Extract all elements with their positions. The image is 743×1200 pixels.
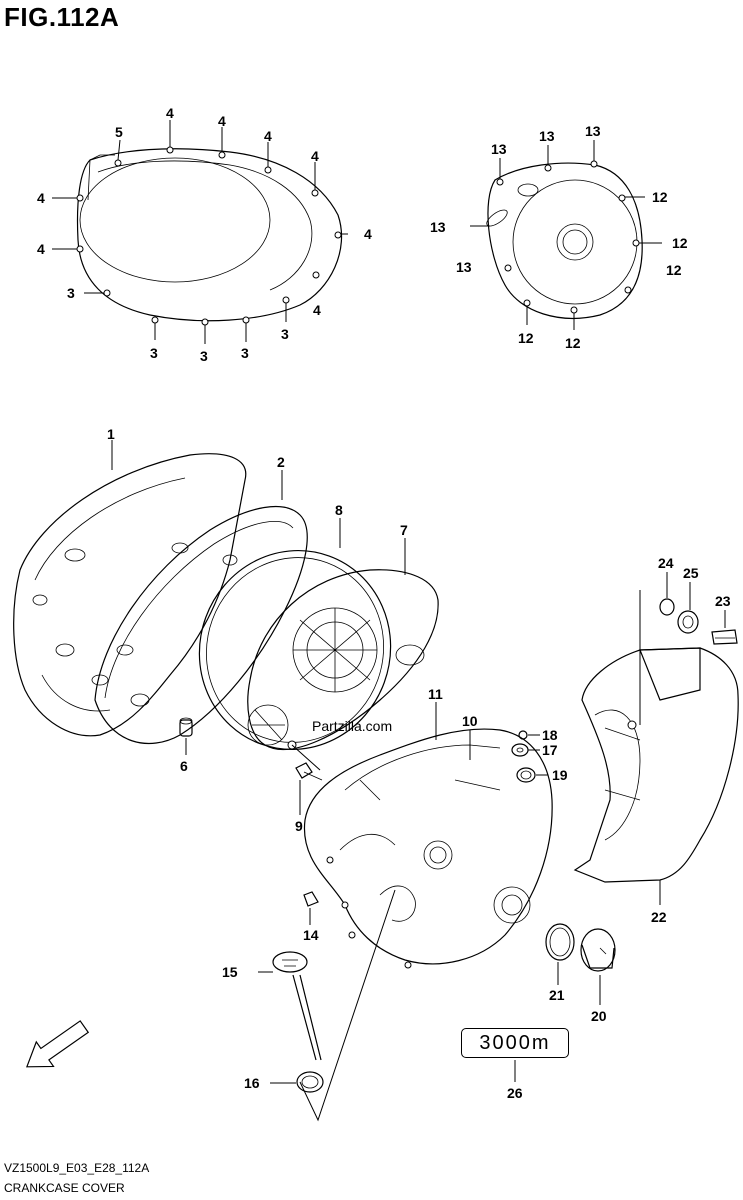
label-23: 23 bbox=[715, 593, 731, 609]
figure-title: FIG.112A bbox=[4, 2, 120, 32]
part-9-bolt bbox=[291, 744, 323, 815]
label-26: 26 bbox=[507, 1085, 523, 1101]
part-1-clutch-cover bbox=[13, 440, 247, 737]
label-13: 13 bbox=[456, 259, 472, 275]
label-19: 19 bbox=[552, 767, 568, 783]
clutch-cover-bolt-view bbox=[52, 120, 348, 344]
part-6-dowel-pin bbox=[179, 717, 193, 755]
part-25-grommet bbox=[677, 582, 699, 634]
forward-direction-arrow: FWD bbox=[25, 1020, 90, 1068]
label-4: 4 bbox=[218, 113, 226, 129]
label-3: 3 bbox=[67, 285, 75, 301]
label-4: 4 bbox=[37, 241, 45, 257]
label-11: 11 bbox=[428, 686, 443, 702]
part-14-plug bbox=[303, 891, 319, 925]
label-22: 22 bbox=[651, 909, 667, 925]
part-16-o-ring bbox=[270, 889, 396, 1122]
part-15-oil-filler-cap bbox=[258, 951, 322, 1061]
label-12: 12 bbox=[565, 335, 581, 351]
part-8-gasket bbox=[198, 518, 392, 751]
part-24-collar bbox=[659, 572, 675, 616]
part-10-crankcase-cover bbox=[303, 702, 553, 969]
label-12: 12 bbox=[672, 235, 688, 251]
watermark: Partzilla.com bbox=[312, 718, 393, 734]
part-20-plug-cap bbox=[580, 928, 616, 1005]
label-18: 18 bbox=[542, 727, 558, 743]
label-13: 13 bbox=[491, 141, 507, 157]
label-24: 24 bbox=[658, 555, 674, 571]
label-17: 17 bbox=[542, 742, 558, 758]
label-6: 6 bbox=[180, 758, 188, 774]
label-4: 4 bbox=[264, 128, 272, 144]
label-8: 8 bbox=[335, 502, 343, 518]
label-12: 12 bbox=[518, 330, 534, 346]
part-22-side-cover bbox=[573, 647, 739, 905]
label-4: 4 bbox=[37, 190, 45, 206]
label-5: 5 bbox=[115, 124, 123, 140]
label-13: 13 bbox=[430, 219, 446, 235]
part-21-o-ring bbox=[545, 923, 575, 985]
label-13: 13 bbox=[539, 128, 555, 144]
label-4: 4 bbox=[313, 302, 321, 318]
label-12: 12 bbox=[652, 189, 668, 205]
label-10: 10 bbox=[462, 713, 478, 729]
fwd-label: FWD bbox=[49, 1032, 76, 1056]
label-3: 3 bbox=[200, 348, 208, 364]
label-3: 3 bbox=[150, 345, 158, 361]
label-21: 21 bbox=[549, 987, 565, 1003]
part-17-washer bbox=[511, 743, 540, 757]
label-9: 9 bbox=[295, 818, 303, 834]
diagram-name: CRANKCASE COVER bbox=[4, 1181, 125, 1195]
label-14: 14 bbox=[303, 927, 319, 943]
label-4: 4 bbox=[364, 226, 372, 242]
label-25: 25 bbox=[683, 565, 699, 581]
label-2: 2 bbox=[277, 454, 285, 470]
part-7-inner-cover bbox=[247, 538, 439, 750]
odometer-label-decal: 3000m bbox=[461, 1028, 569, 1058]
part-19-o-ring bbox=[516, 767, 548, 783]
label-7: 7 bbox=[400, 522, 408, 538]
label-1: 1 bbox=[107, 426, 115, 442]
label-4: 4 bbox=[166, 105, 174, 121]
label-3: 3 bbox=[241, 345, 249, 361]
part-23-bolt bbox=[711, 610, 738, 645]
label-15: 15 bbox=[222, 964, 238, 980]
generator-cover-bolt-view bbox=[470, 140, 662, 330]
label-12: 12 bbox=[666, 262, 682, 278]
label-16: 16 bbox=[244, 1075, 260, 1091]
label-13: 13 bbox=[585, 123, 601, 139]
label-4: 4 bbox=[311, 148, 319, 164]
label-3: 3 bbox=[281, 326, 289, 342]
part-18-ball bbox=[518, 730, 540, 740]
diagram-code: VZ1500L9_E03_E28_112A bbox=[4, 1161, 150, 1175]
label-20: 20 bbox=[591, 1008, 607, 1024]
part-2-gasket bbox=[94, 470, 308, 745]
